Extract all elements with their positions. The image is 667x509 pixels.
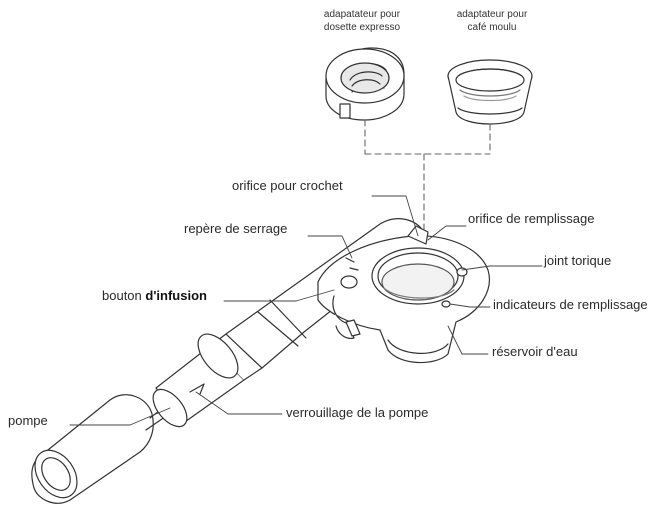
pod-adapter-drawing: [325, 47, 405, 121]
label-ground-coffee-adapter: adaptateur pour café moulu: [456, 9, 528, 33]
ground-coffee-adapter-drawing: [447, 59, 533, 125]
label-pump-lock: verrouillage de la pompe: [286, 405, 429, 420]
label-fill-hole: orifice de remplissage: [468, 211, 595, 226]
main-body-drawing: [152, 218, 490, 428]
label-hook-hole: orifice pour crochet: [232, 178, 343, 193]
label-tighten-mark: repère de serrage: [184, 221, 288, 236]
pump-drawing: [31, 394, 173, 504]
label-water-tank: réservoir d'eau: [492, 344, 578, 359]
label-fill-indicators: indicateurs de remplissage: [493, 297, 648, 312]
leader-lines: [69, 195, 543, 426]
label-o-ring: joint torique: [544, 253, 612, 268]
label-pod-adapter: adapatateur pour dosette expresso: [323, 9, 401, 33]
label-infusion-button: bouton d'infusion: [102, 288, 207, 303]
label-pump: pompe: [8, 413, 48, 428]
